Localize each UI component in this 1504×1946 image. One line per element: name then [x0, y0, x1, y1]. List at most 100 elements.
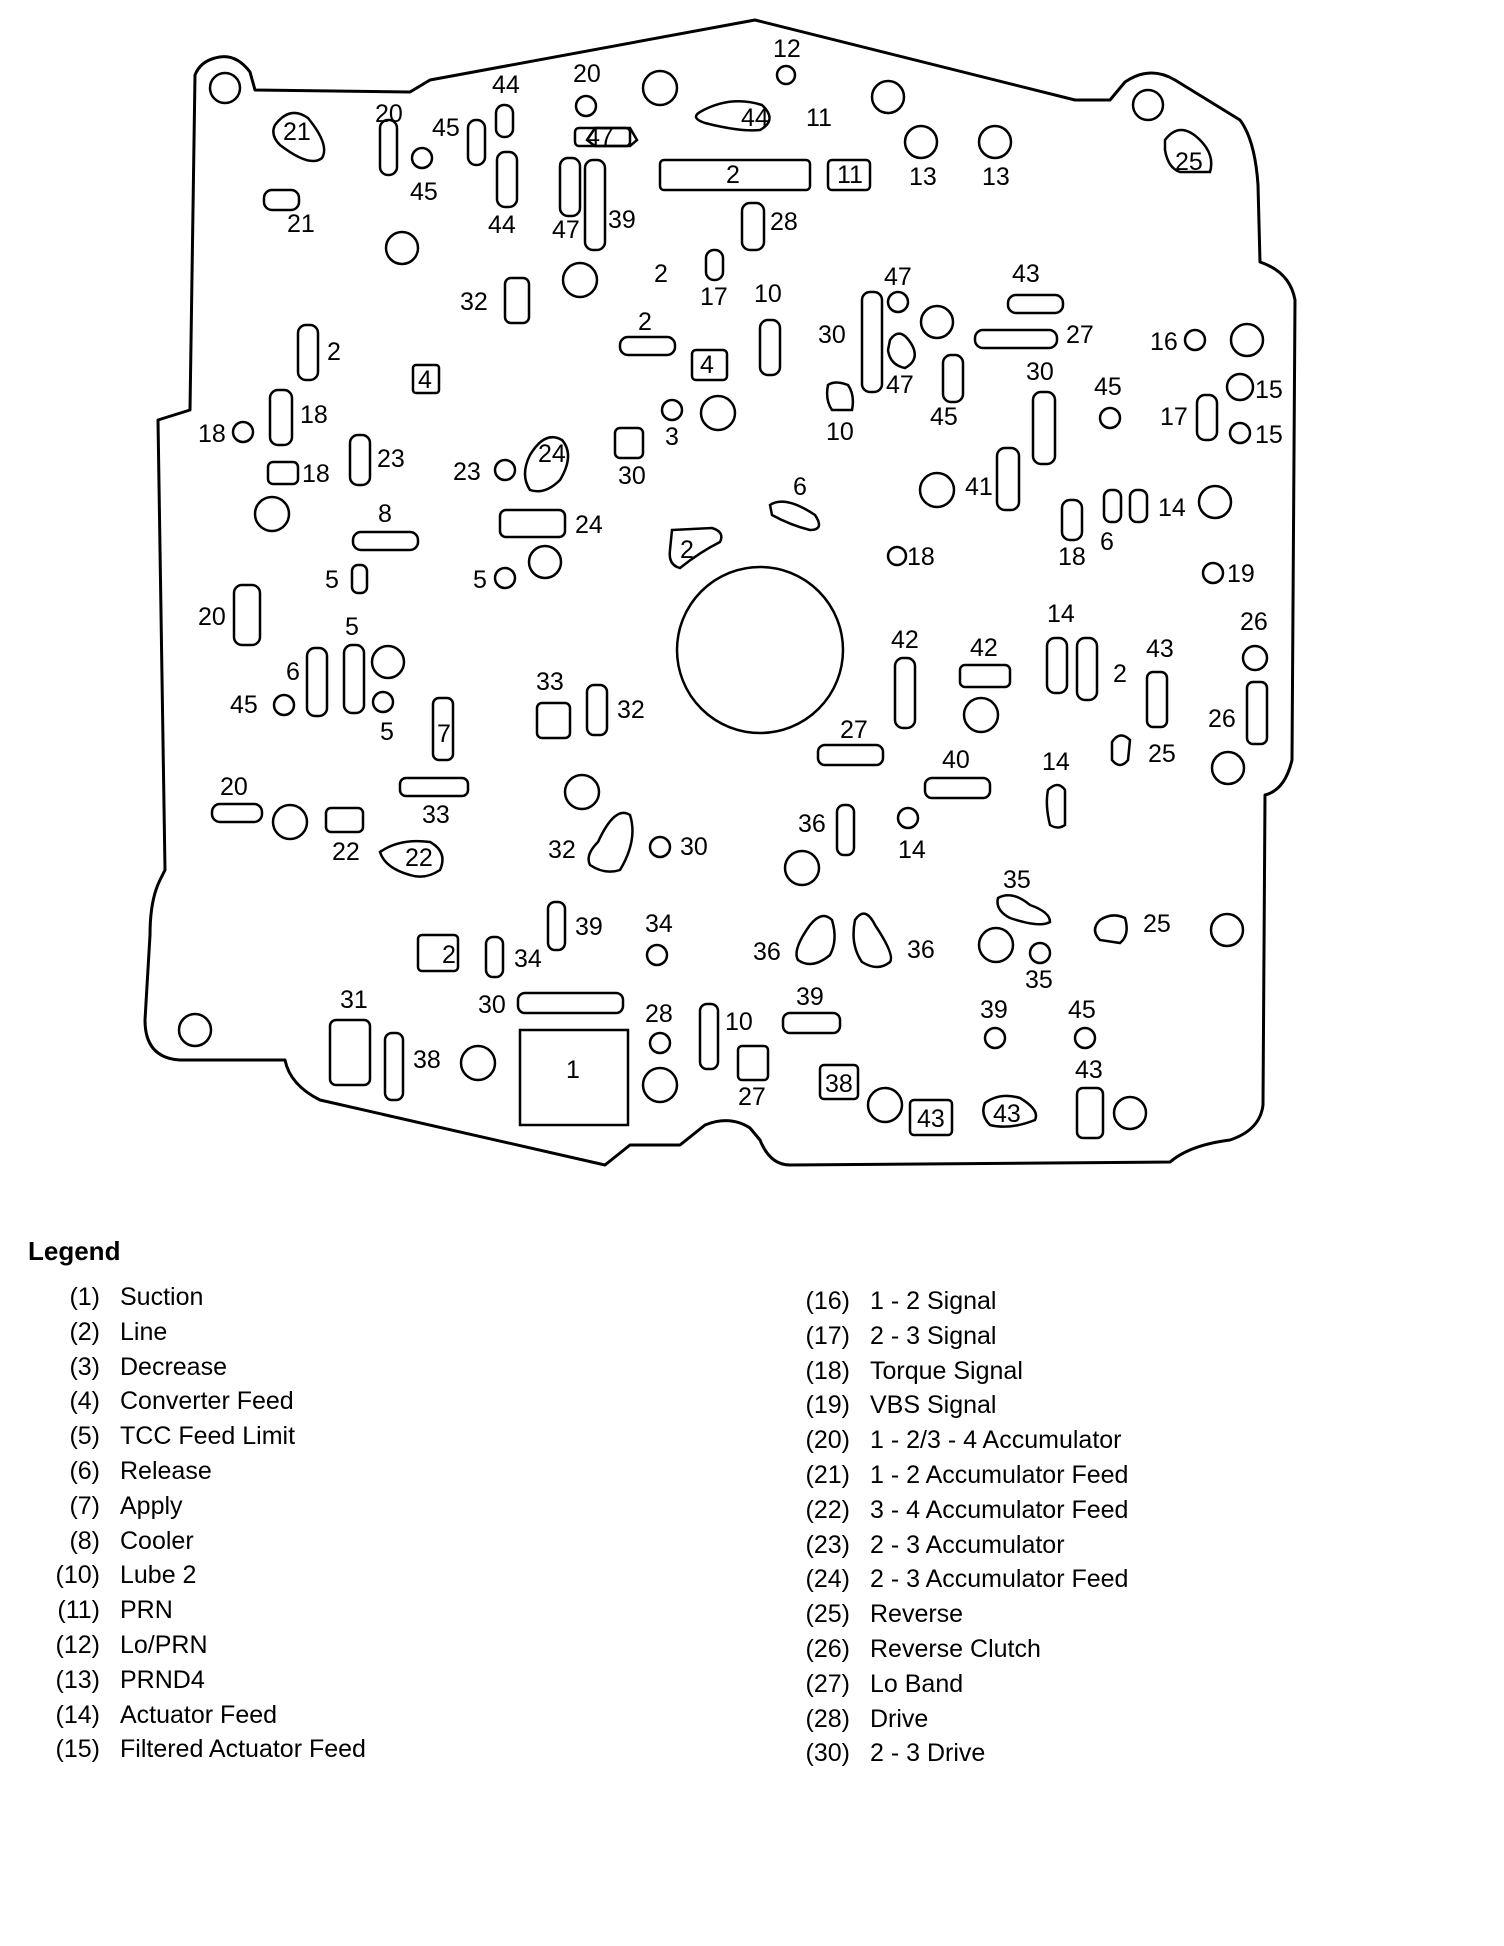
- diagram-label: 4: [418, 366, 432, 394]
- legend-item-name: Line: [120, 1317, 168, 1346]
- diagram-label: 20: [375, 100, 403, 128]
- passage-holes: [231, 64, 1269, 1131]
- diagram-label: 13: [909, 163, 937, 191]
- legend-item: (7)Apply: [30, 1492, 366, 1527]
- diagram-label: 23: [453, 458, 481, 486]
- diagram-label: 34: [645, 910, 673, 938]
- diagram-label: 26: [1240, 608, 1268, 636]
- legend-item-name: Torque Signal: [870, 1356, 1023, 1385]
- diagram-label: 27: [1066, 321, 1094, 349]
- diagram-label: 18: [300, 401, 328, 429]
- legend-item-name: Reverse: [870, 1600, 964, 1629]
- diagram-label: 39: [796, 983, 824, 1011]
- diagram-label: 12: [773, 35, 801, 63]
- diagram-label: 39: [575, 913, 603, 941]
- legend-item-number: (13): [55, 1665, 100, 1694]
- diagram-label: 47: [552, 216, 580, 244]
- diagram-label: 8: [378, 500, 392, 528]
- diagram-label: 45: [230, 691, 258, 719]
- diagram-label: 36: [798, 810, 826, 838]
- legend-item-name: Drive: [870, 1704, 929, 1733]
- legend-item-number: (17): [805, 1321, 850, 1350]
- legend-item-number: (2): [69, 1317, 100, 1346]
- legend-item: (18) Torque Signal: [780, 1357, 1128, 1392]
- diagram-label: 2: [1113, 660, 1127, 688]
- legend-item: (23) 2 - 3 Accumulator: [780, 1531, 1128, 1566]
- legend-item-name: 2 - 3 Accumulator: [870, 1530, 1065, 1559]
- diagram-label: 35: [1025, 966, 1053, 994]
- legend-item: (25)Reverse: [780, 1600, 1128, 1635]
- legend-item-number: (24): [805, 1565, 850, 1594]
- legend-item-number: (6): [69, 1456, 100, 1485]
- legend-item: (20)1 - 2/3 - 4 Accumulator: [780, 1426, 1128, 1461]
- diagram-label: 45: [930, 403, 958, 431]
- diagram-label: 30: [818, 321, 846, 349]
- diagram-label: 14: [898, 836, 926, 864]
- diagram-label: 1: [566, 1056, 580, 1084]
- diagram-label: 39: [980, 996, 1008, 1024]
- diagram-label: 43: [917, 1105, 945, 1133]
- diagram-label: 10: [725, 1008, 753, 1036]
- legend-item-name: 1 - 2/3 - 4 Accumulator: [870, 1426, 1122, 1455]
- legend-item-number: (19): [805, 1391, 850, 1420]
- diagram-label: 34: [514, 945, 542, 973]
- diagram-label: 2: [726, 161, 740, 189]
- diagram-label: 43: [993, 1100, 1021, 1128]
- diagram-label: 2: [327, 338, 341, 366]
- legend-item: (12)Lo/PRN: [30, 1631, 366, 1666]
- legend-item-number: (4): [69, 1387, 100, 1416]
- mounting-hole: [177, 1012, 213, 1048]
- diagram-label: 30: [680, 833, 708, 861]
- diagram-label: 20: [198, 603, 226, 631]
- passage-slots: [210, 103, 1269, 1140]
- legend-item-number: (23): [805, 1530, 850, 1559]
- diagram-label: 27: [738, 1083, 766, 1111]
- legend-item-number: (14): [55, 1700, 100, 1729]
- diagram-label: 4: [700, 351, 714, 379]
- diagram-label: 14: [1042, 748, 1070, 776]
- diagram-label: 5: [380, 718, 394, 746]
- diagram-label: 38: [825, 1070, 853, 1098]
- legend-item-name: Decrease: [120, 1352, 227, 1381]
- diagram-label: 45: [1094, 373, 1122, 401]
- legend-item-name: 1 - 2 Signal: [870, 1287, 997, 1315]
- central-bore: [675, 565, 845, 735]
- diagram-label: 25: [1175, 148, 1203, 176]
- diagram-label: 45: [432, 114, 460, 142]
- diagram-label: 30: [1026, 358, 1054, 386]
- legend-item: (4) Converter Feed: [30, 1387, 366, 1422]
- legend-item-name: TCC Feed Limit: [120, 1422, 296, 1451]
- legend-item: (27)Lo Band: [780, 1670, 1128, 1705]
- diagram-label: 43: [1012, 260, 1040, 288]
- legend-item: (5)TCC Feed Limit: [30, 1422, 366, 1457]
- legend-item-number: (7): [69, 1491, 100, 1520]
- suction-port: [518, 1028, 630, 1127]
- diagram-label: 7: [437, 720, 451, 748]
- diagram-label: 47: [884, 263, 912, 291]
- diagram-label: 18: [907, 543, 935, 571]
- legend-item-name: PRN: [120, 1596, 173, 1625]
- legend-item: (8)Cooler: [30, 1527, 366, 1562]
- legend-item-number: (3): [69, 1352, 100, 1381]
- diagram-label: 23: [377, 445, 405, 473]
- diagram-label: 32: [460, 288, 488, 316]
- legend-item-number: (21): [805, 1460, 850, 1489]
- diagram-label: 11: [837, 161, 863, 189]
- diagram-label: 20: [220, 773, 248, 801]
- legend-item-number: (30): [805, 1739, 850, 1768]
- legend-item-number: (12): [55, 1630, 100, 1659]
- legend-item-name: Release: [120, 1456, 212, 1485]
- diagram-label: 15: [1255, 421, 1283, 449]
- legend-item-number: (28): [805, 1704, 850, 1733]
- legend-item: (30)2 - 3 Drive: [780, 1739, 1128, 1774]
- diagram-label: 28: [645, 1000, 673, 1028]
- diagram-label: 15: [1255, 376, 1283, 404]
- plate-outline: [143, 18, 1297, 1167]
- legend-item-number: (18): [805, 1356, 850, 1385]
- diagram-label: 45: [410, 178, 438, 206]
- legend-item: (1)Suction: [30, 1283, 366, 1318]
- legend-item-name: Converter Feed: [120, 1387, 294, 1416]
- legend-item-name: VBS Signal: [870, 1391, 997, 1420]
- diagram-label: 36: [753, 938, 781, 966]
- legend-item: (6) Release: [30, 1457, 366, 1492]
